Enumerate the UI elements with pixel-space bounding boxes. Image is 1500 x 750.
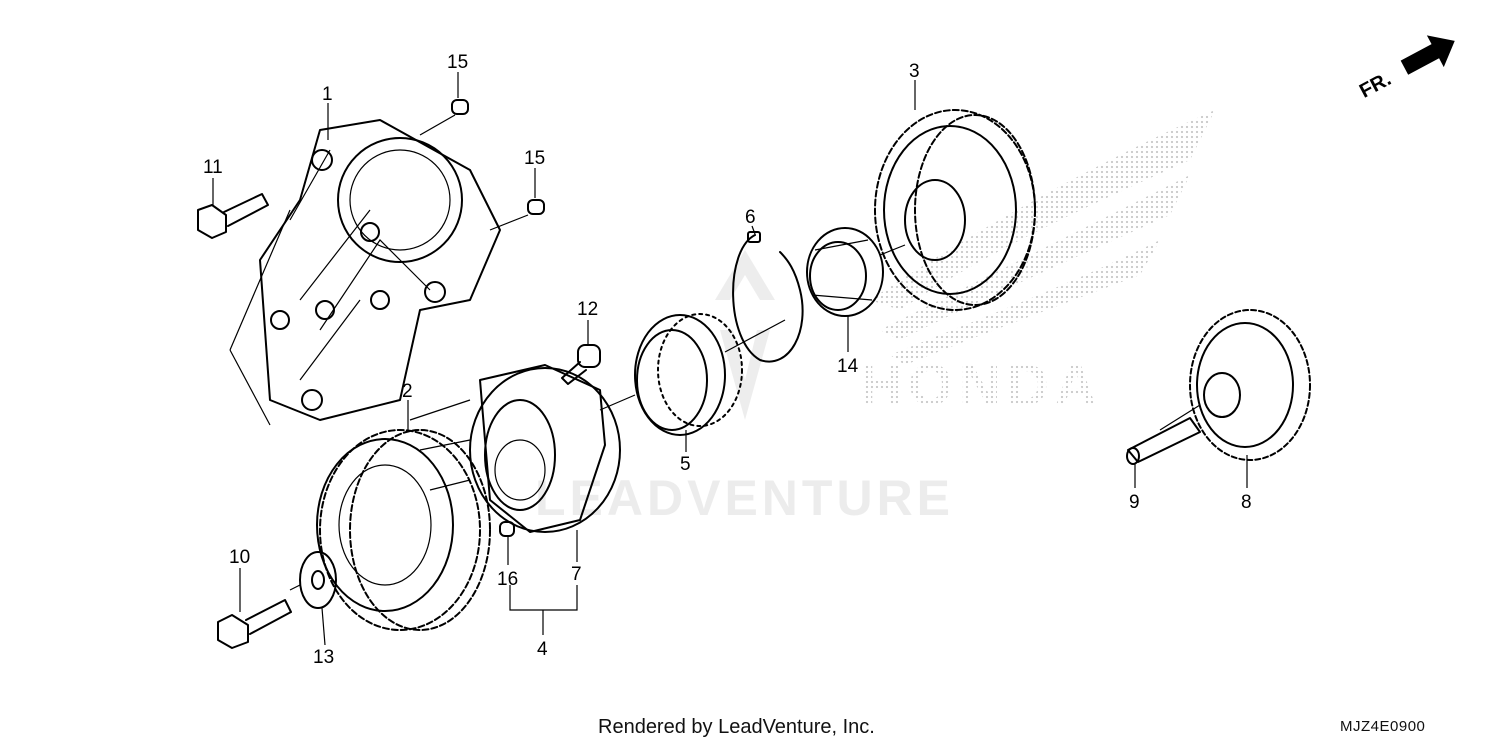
leadventure-watermark: LEADVENTURE xyxy=(535,250,954,526)
diagram-code: MJZ4E0900 xyxy=(1340,718,1426,735)
callout-4: 4 xyxy=(537,639,548,660)
callout-6: 6 xyxy=(745,207,756,228)
callout-14: 14 xyxy=(837,356,859,377)
callout-12: 12 xyxy=(577,299,598,320)
assembly-axis-lines xyxy=(289,244,1201,591)
front-direction-label: FR. xyxy=(1356,68,1395,103)
callout-labels: 1 2 3 4 5 6 7 8 9 10 11 12 13 14 15 15 1… xyxy=(203,52,1252,668)
honda-watermark-text: HONDA xyxy=(860,353,1103,418)
dowel-pin-part xyxy=(419,99,545,231)
callout-15-upper: 15 xyxy=(447,52,468,73)
socket-bolt-part xyxy=(561,344,601,385)
callout-10: 10 xyxy=(229,547,250,568)
callout-2: 2 xyxy=(402,381,413,402)
callout-leader-lines xyxy=(212,72,1248,646)
callout-16: 16 xyxy=(497,569,518,590)
flange-bolt-part xyxy=(197,193,269,239)
callout-7: 7 xyxy=(571,564,582,585)
callout-5: 5 xyxy=(680,454,691,475)
idle-gear-part xyxy=(1189,309,1311,461)
callout-8: 8 xyxy=(1241,492,1252,513)
callout-3: 3 xyxy=(909,61,920,82)
callout-11: 11 xyxy=(203,157,223,178)
gear-part-large xyxy=(316,429,491,631)
idle-shaft-part xyxy=(1126,417,1201,465)
one-way-clutch-outer-part xyxy=(409,364,621,533)
honda-wing-watermark: HONDA xyxy=(860,110,1215,418)
needle-bearing-part xyxy=(806,227,884,317)
callout-13: 13 xyxy=(313,647,334,668)
dowel-pin-part-lower xyxy=(499,521,515,537)
one-way-clutch-part xyxy=(634,313,743,436)
callout-9: 9 xyxy=(1129,492,1140,513)
callout-1: 1 xyxy=(322,84,333,105)
starter-driven-gear-part xyxy=(874,109,1036,311)
callout-15-lower: 15 xyxy=(524,148,545,169)
washer-part xyxy=(299,551,337,609)
flange-bolt-part-lower xyxy=(217,599,292,649)
leadventure-watermark-text: LEADVENTURE xyxy=(535,470,954,526)
oil-pump-housing-part xyxy=(229,119,501,426)
front-direction-arrow: FR. xyxy=(1356,35,1455,103)
rendered-by-credit: Rendered by LeadVenture, Inc. xyxy=(598,716,875,738)
